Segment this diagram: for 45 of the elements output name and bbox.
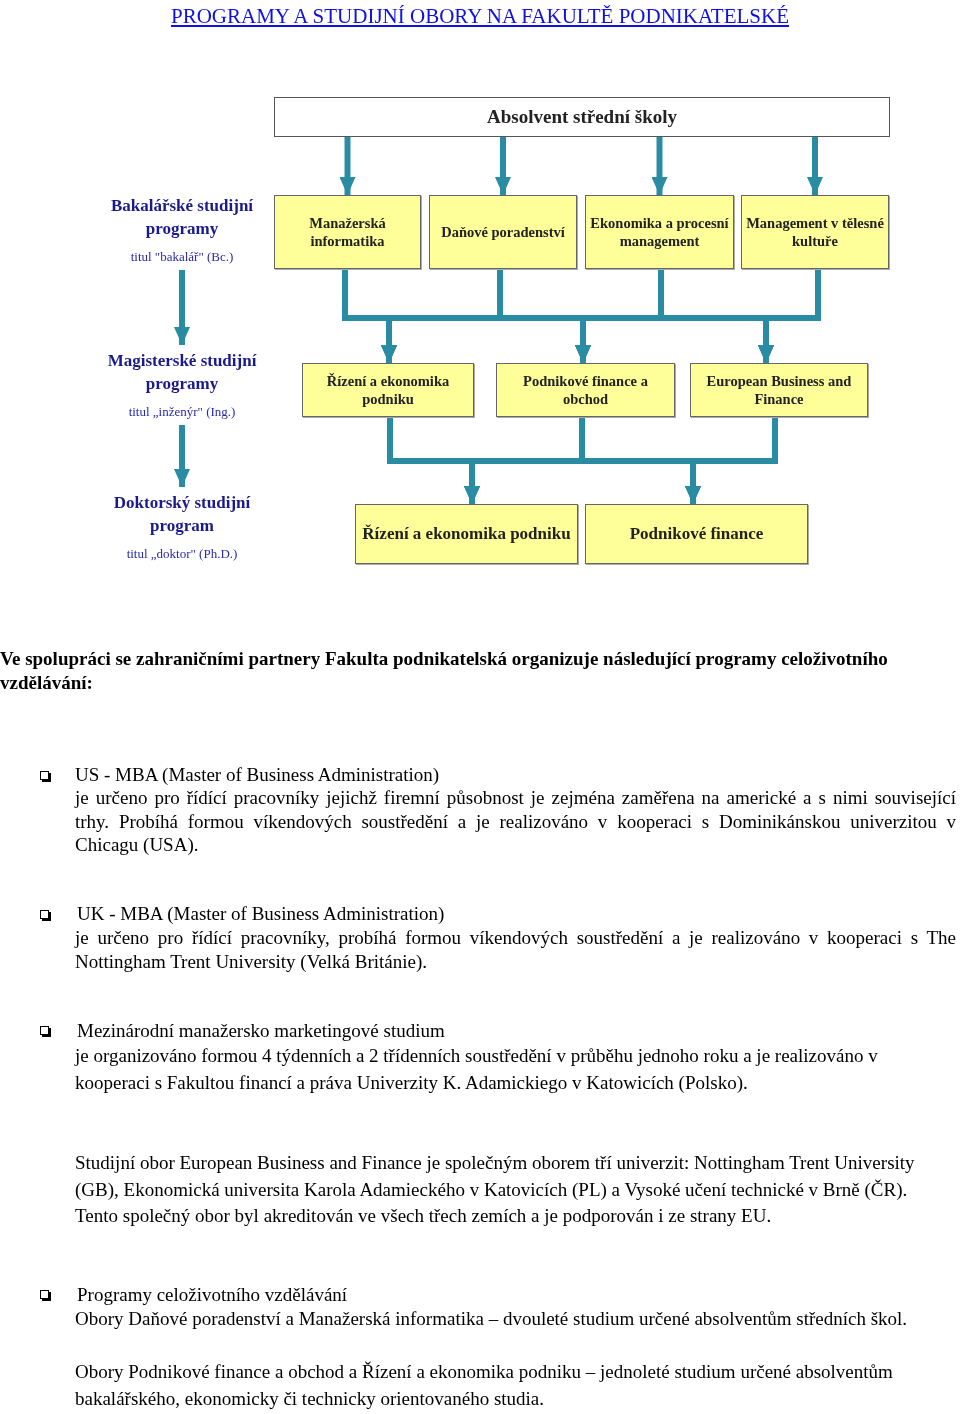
arrow (495, 137, 511, 195)
program-box (302, 363, 474, 417)
box-text: Management v tělesné kultuře (745, 213, 885, 251)
paragraph: Ve spolupráci se zahraničními partnery Fakulta podnikatelská organizuje následující programy celoživotního vzdělávání: (0, 647, 889, 694)
paragraph: je určeno pro řídící pracovníky, probíhá formou víkendových soustředění a je realizováno v kooperaci s The Nottingham Trent University (Velká Británie). (75, 926, 956, 973)
list-item-heading: UK - MBA (Master of Business Administration) (77, 902, 446, 926)
program-box (429, 195, 577, 269)
level-heading: Magisterské studijní programy (106, 350, 258, 395)
program-box (690, 363, 868, 417)
degree-title: titul „doktor" (Ph.D.) (126, 545, 238, 562)
box-text: Řízení a ekonomika podniku (361, 523, 572, 545)
paragraph: je organizováno formou 4 týdenních a 2 třídenních soustředění v průběhu jednoho roku a je realizováno v kooperaci s Fakultou financí a práva Univerzity K. Adamickiego v Katowicích (Polsko). (75, 1044, 879, 1095)
program-box (274, 195, 421, 269)
box-text: Ekonomika a procesní management (589, 213, 730, 251)
box-text: Řízení a ekonomika podniku (325, 371, 451, 409)
degree-title: titul „inženýr" (Ing.) (128, 403, 236, 420)
box-text: Podnikové finance (628, 523, 765, 545)
degree-title: titul "bakalář" (Bc.) (130, 248, 234, 265)
list-item-heading: US - MBA (Master of Business Administration) (75, 763, 441, 787)
arrow (174, 270, 190, 345)
box-text: Manažerská informatika (308, 213, 387, 251)
program-box (496, 363, 675, 417)
arrow (339, 137, 356, 195)
arrow (174, 425, 190, 487)
paragraph: Obory Daňové poradenství a Manažerská informatika – dvouleté studium určené absolventům středních škol. (75, 1307, 909, 1331)
box-text: Absolvent střední školy (486, 105, 678, 129)
box-text: Podnikové finance a obchod (522, 371, 649, 409)
level-heading: Bakalářské studijní programy (109, 195, 255, 240)
box-text: Daňové poradenství (440, 222, 566, 242)
program-box (585, 195, 734, 269)
list-item-heading: Programy celoživotního vzdělávání (77, 1283, 349, 1307)
level-heading: Doktorský studijní program (112, 492, 252, 537)
list-item-heading: Mezinárodní manažersko marketingové studium (77, 1019, 446, 1043)
arrow (807, 137, 823, 195)
page-title: PROGRAMY A STUDIJNÍ OBORY NA FAKULTĚ PODNIKATELSKÉ (170, 4, 790, 29)
paragraph: je určeno pro řídící pracovníky jejichž firemní působnost je zejména zaměřena na americké a s nimi související trhy. Probíhá formou víkendových soustředění a je realizováno v kooperaci s Dominikánskou univerzitou v Chicagu (USA). (75, 786, 956, 857)
program-box (741, 195, 889, 269)
box-text: European Business and Finance (705, 371, 853, 409)
arrow (651, 137, 668, 195)
program-box (355, 504, 578, 564)
paragraph: Obory Podnikové finance a obchod a Řízení a ekonomika podniku – jednoleté studium určené absolventům bakalářského, ekonomicky či technicky orientovaného studia. (75, 1360, 894, 1411)
program-box (274, 97, 890, 137)
arrow (685, 417, 778, 504)
paragraph: Studijní obor European Business and Finance je společným oborem tří univerzit: Nottingham Trent University (GB), Ekonomická universita Karola Adamieckého v Katovicích (PL) a Vysoké učení technické v Brně (ČR). Tento společný obor byl akreditován ve všech třech zemích a je podporován i ze strany EU. (75, 1151, 916, 1228)
program-box (585, 504, 808, 564)
